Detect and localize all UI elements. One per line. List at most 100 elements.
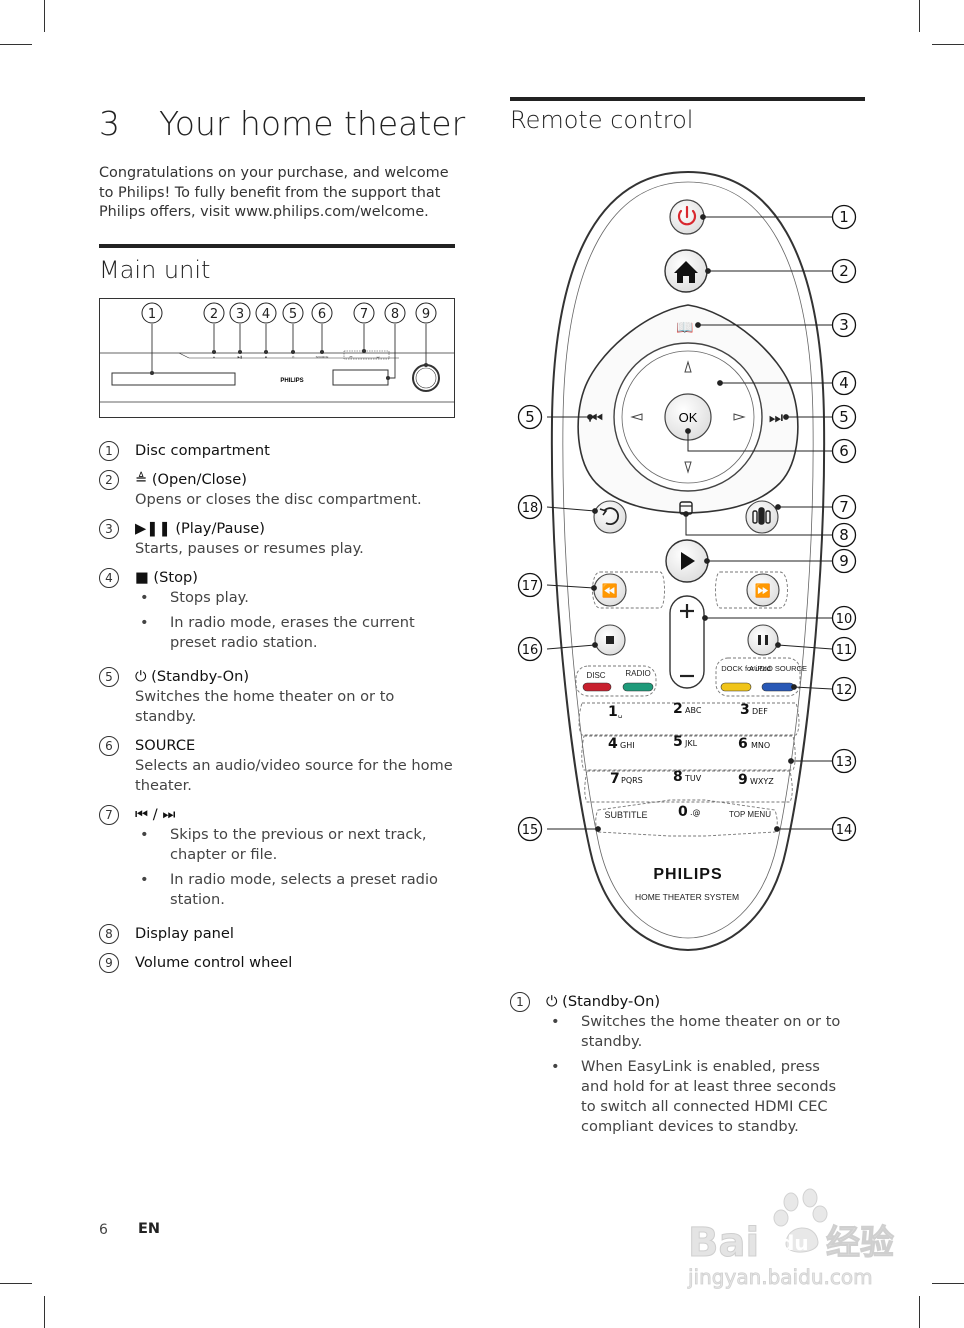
svg-text:5: 5 bbox=[673, 734, 683, 750]
item-number: 7 bbox=[99, 805, 119, 825]
callout-1: 1 bbox=[831, 204, 857, 230]
ok-label: OK bbox=[679, 410, 698, 425]
pause-icon bbox=[758, 635, 768, 645]
item-title: Volume control wheel bbox=[135, 954, 293, 971]
item-bullet: When EasyLink is enabled, press and hold… bbox=[546, 1057, 850, 1137]
svg-text:1: 1 bbox=[148, 307, 156, 322]
crop-mark bbox=[44, 1296, 45, 1328]
item-description: Opens or closes the disc compartment. bbox=[135, 491, 422, 508]
crop-mark bbox=[919, 1296, 920, 1328]
callout-5-right: 5 bbox=[831, 404, 857, 430]
callout-3: 3 bbox=[831, 312, 857, 338]
main-unit-list: 1 Disc compartment 2 ≜ (Open/Close) Open… bbox=[99, 441, 459, 973]
svg-text:JKL: JKL bbox=[684, 739, 698, 748]
callout-4: 4 bbox=[255, 302, 277, 324]
remote-list: 1 ⏻ (Standby-On) Switches the home theat… bbox=[510, 992, 850, 1137]
svg-text:7: 7 bbox=[839, 498, 849, 516]
crop-mark bbox=[44, 0, 45, 32]
page-number: 6 bbox=[99, 1222, 108, 1238]
item-number: 4 bbox=[99, 568, 119, 588]
callout-9: 9 bbox=[831, 548, 857, 574]
svg-text:2: 2 bbox=[673, 701, 683, 717]
crop-mark bbox=[919, 0, 920, 32]
dock-label: DOCK for iPod bbox=[721, 664, 771, 673]
callout-2: 2 bbox=[203, 302, 225, 324]
item-number: 8 bbox=[99, 924, 119, 944]
svg-text:8: 8 bbox=[391, 307, 399, 322]
list-item: 8 Display panel bbox=[99, 924, 459, 944]
item-title: SOURCE bbox=[135, 737, 196, 754]
intro-paragraph: Congratulations on your purchase, and we… bbox=[99, 165, 449, 221]
svg-text:15: 15 bbox=[522, 823, 539, 838]
callout-5-left: 5 bbox=[517, 404, 543, 430]
list-item: 9 Volume control wheel bbox=[99, 953, 459, 973]
callout-8: 8 bbox=[831, 522, 857, 548]
svg-text:经验: 经验 bbox=[826, 1223, 894, 1263]
svg-text:9: 9 bbox=[839, 552, 849, 570]
list-item: 2 ≜ (Open/Close) Opens or closes the dis… bbox=[99, 470, 459, 510]
blue-key bbox=[761, 682, 795, 692]
svg-text:▶❚: ▶❚ bbox=[238, 355, 243, 359]
svg-text:14: 14 bbox=[836, 823, 853, 838]
volume-rocker bbox=[669, 595, 705, 689]
section-rule bbox=[510, 97, 865, 101]
callout-6: 6 bbox=[831, 438, 857, 464]
item-description: Switches the home theater on or to stand… bbox=[135, 688, 395, 725]
svg-text:5: 5 bbox=[525, 408, 535, 426]
svg-text:6: 6 bbox=[318, 307, 326, 322]
svg-text:TUV: TUV bbox=[684, 774, 702, 783]
item-bullet: Stops play. bbox=[135, 588, 459, 608]
callout-16: 16 bbox=[517, 636, 543, 662]
svg-text:2: 2 bbox=[210, 307, 218, 322]
item-number: 1 bbox=[510, 992, 530, 1012]
svg-text:GHI: GHI bbox=[620, 741, 635, 750]
list-item: 6 SOURCE Selects an audio/video source f… bbox=[99, 736, 459, 796]
svg-text:3: 3 bbox=[740, 702, 750, 718]
red-key bbox=[582, 682, 612, 692]
language-code: EN bbox=[138, 1221, 161, 1237]
callout-2: 2 bbox=[831, 258, 857, 284]
callout-10: 10 bbox=[831, 605, 857, 631]
item-title: Display panel bbox=[135, 925, 234, 942]
svg-text:Bai: Bai bbox=[688, 1220, 759, 1266]
crop-mark bbox=[0, 44, 32, 45]
svg-text:⏭: ⏭ bbox=[377, 355, 380, 359]
next-icon: ⏭ bbox=[769, 408, 783, 427]
zero-key-sub: .@ bbox=[690, 808, 701, 817]
audio-source-label: AUDIO SOURCE bbox=[749, 664, 807, 673]
callout-7: 7 bbox=[353, 302, 375, 324]
book-icon: 📖 bbox=[676, 320, 693, 336]
radio-label: RADIO bbox=[625, 669, 650, 678]
svg-text:du: du bbox=[780, 1231, 809, 1255]
svg-text:3: 3 bbox=[839, 316, 849, 334]
svg-text:DEF: DEF bbox=[752, 707, 768, 716]
svg-text:6: 6 bbox=[839, 442, 849, 460]
fast-forward-icon: ⏩ bbox=[755, 583, 771, 599]
item-title: ⏮ / ⏭ bbox=[135, 806, 176, 823]
crop-mark bbox=[932, 44, 964, 45]
top-menu-key: TOP MENU bbox=[729, 810, 771, 819]
list-item: 1 ⏻ (Standby-On) Switches the home theat… bbox=[510, 992, 850, 1137]
svg-text:4: 4 bbox=[839, 374, 849, 392]
sound-mode-icon bbox=[752, 507, 771, 525]
callout-8: 8 bbox=[384, 302, 406, 324]
remote-illustration: OK ⏮ ⏭ 📖 ⏪ ⏩ DISC RADIO DOCK for i bbox=[517, 170, 857, 952]
callout-4: 4 bbox=[831, 370, 857, 396]
callout-5: 5 bbox=[282, 302, 304, 324]
item-number: 5 bbox=[99, 667, 119, 687]
stop-icon bbox=[606, 636, 614, 644]
svg-text:␣: ␣ bbox=[618, 710, 622, 718]
svg-text:▲: ▲ bbox=[213, 355, 216, 359]
svg-text:⏻: ⏻ bbox=[292, 355, 295, 359]
chapter-number: 3 bbox=[99, 104, 120, 143]
list-item: 5 ⏻ (Standby-On) Switches the home theat… bbox=[99, 667, 459, 727]
item-title: ▶❚❚ (Play/Pause) bbox=[135, 520, 265, 537]
svg-text:4: 4 bbox=[608, 736, 618, 752]
svg-text:16: 16 bbox=[522, 643, 539, 658]
item-description: Starts, pauses or resumes play. bbox=[135, 540, 364, 557]
svg-text:MNO: MNO bbox=[751, 741, 770, 750]
svg-text:12: 12 bbox=[836, 683, 853, 698]
svg-text:8: 8 bbox=[839, 526, 849, 544]
callout-3: 3 bbox=[229, 302, 251, 324]
